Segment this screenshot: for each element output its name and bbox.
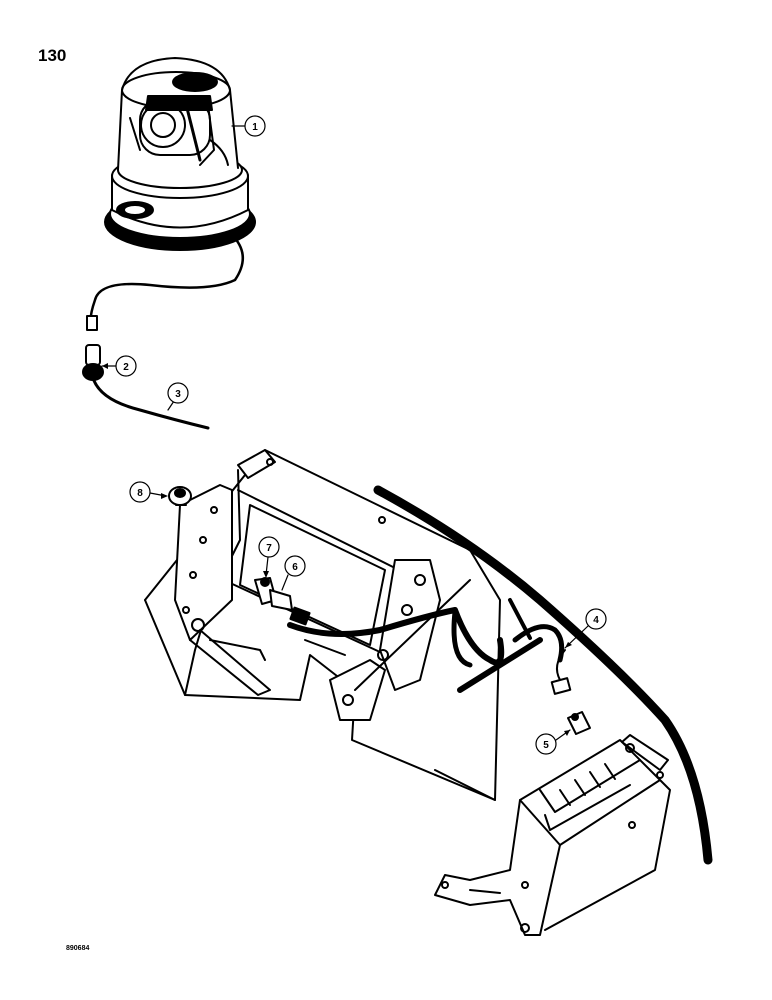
- fuse-part: [567, 711, 591, 735]
- switch-assembly: [254, 577, 311, 626]
- callout-label: 4: [593, 615, 599, 626]
- knob-part: [168, 486, 192, 506]
- figure-code: 890684: [66, 945, 90, 952]
- wire-part: [91, 376, 210, 430]
- callout-1: 1: [231, 115, 266, 137]
- callout-label: 1: [252, 122, 258, 133]
- beacon-lamp: [86, 57, 256, 331]
- callout-label: 2: [123, 362, 129, 373]
- fuse-panel-bracket: [434, 734, 671, 936]
- callout-8: 8: [129, 481, 168, 503]
- callout-label: 8: [137, 488, 143, 499]
- wiring-harness: [287, 485, 713, 865]
- callout-4: 4: [564, 608, 607, 649]
- callout-5: 5: [535, 729, 571, 755]
- connector-part: [82, 344, 104, 381]
- callout-3: 3: [167, 382, 189, 411]
- callout-label: 6: [292, 562, 298, 573]
- mounting-bracket: [144, 449, 501, 801]
- callout-6: 6: [281, 555, 306, 591]
- page-number: 130: [38, 46, 67, 65]
- callout-2: 2: [101, 355, 137, 377]
- callout-label: 3: [175, 389, 181, 400]
- callout-label: 7: [266, 543, 272, 554]
- callout-7: 7: [258, 536, 280, 578]
- callout-label: 5: [543, 740, 549, 751]
